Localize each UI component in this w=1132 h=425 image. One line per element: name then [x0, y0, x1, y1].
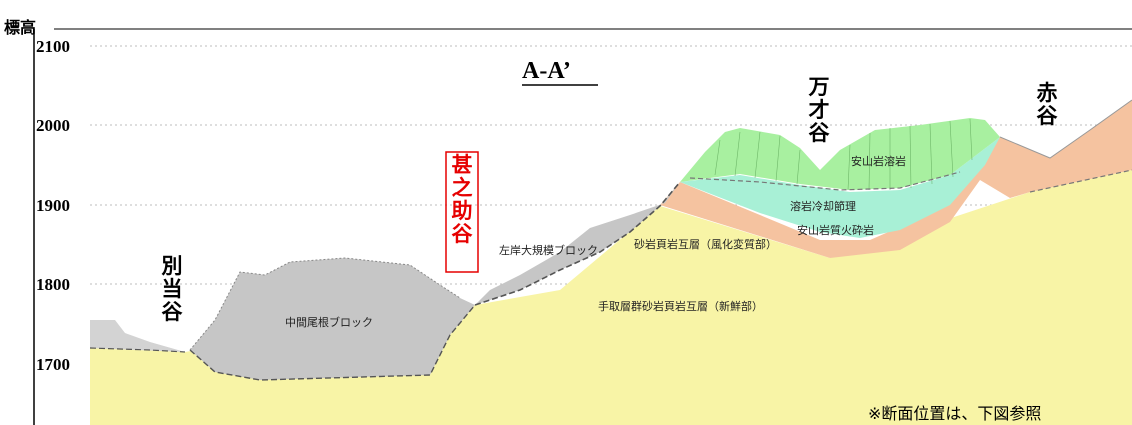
y-axis-title: 標高: [4, 18, 37, 37]
y-tick-2000: 2000: [36, 116, 70, 135]
left-bank-block-label: 左岸大規模ブロック: [499, 244, 598, 257]
aka-lower-boundary: [1029, 169, 1132, 193]
nakama-one-block-top: [189, 257, 461, 351]
y-tick-2100: 2100: [36, 37, 70, 56]
nakama-one-block-boundary: [189, 304, 476, 381]
tetori-fresh-label: 手取層群砂岩頁岩互層（新鮮部）: [598, 300, 763, 313]
weathered-zone: [660, 100, 1132, 258]
andesite-pyroclastic-label: 安山岩質火砕岩: [797, 224, 874, 237]
section-position-note: ※断面位置は、下図参照: [868, 404, 1042, 423]
y-tick-1800: 1800: [36, 275, 70, 294]
y-tick-1900: 1900: [36, 196, 70, 215]
betto-valley-label: 別当谷: [161, 254, 183, 324]
jinnosuke-label-box: [445, 151, 479, 273]
jinnosuke-valley-label: 甚之助谷: [451, 153, 473, 246]
left-bank-block-boundary: [474, 181, 681, 306]
nakama-one-block: [190, 258, 475, 380]
betto-slope-grey: [90, 320, 185, 352]
y-tick-1700: 1700: [36, 355, 70, 374]
betto-boundary: [89, 347, 186, 353]
aka-ridge-outline: [999, 99, 1132, 159]
nakama-one-block-label: 中間尾根ブロック: [285, 316, 373, 329]
weathered-sandstone-shale-label: 砂岩頁岩互層（風化変質部）: [634, 238, 777, 251]
cooling-joints-label: 溶岩冷却節理: [790, 200, 856, 213]
andesite-lava-zone: [680, 118, 1000, 190]
left-bank-block: [475, 182, 680, 305]
cooling-joint-zone: [680, 137, 1000, 238]
andesite-lava-label: 安山岩溶岩: [851, 155, 906, 168]
mansai-valley-label: 万才谷: [808, 75, 830, 145]
section-title: A-A’: [522, 58, 571, 84]
aka-valley-label: 赤谷: [1036, 81, 1058, 128]
lava-hatch: [714, 118, 973, 191]
